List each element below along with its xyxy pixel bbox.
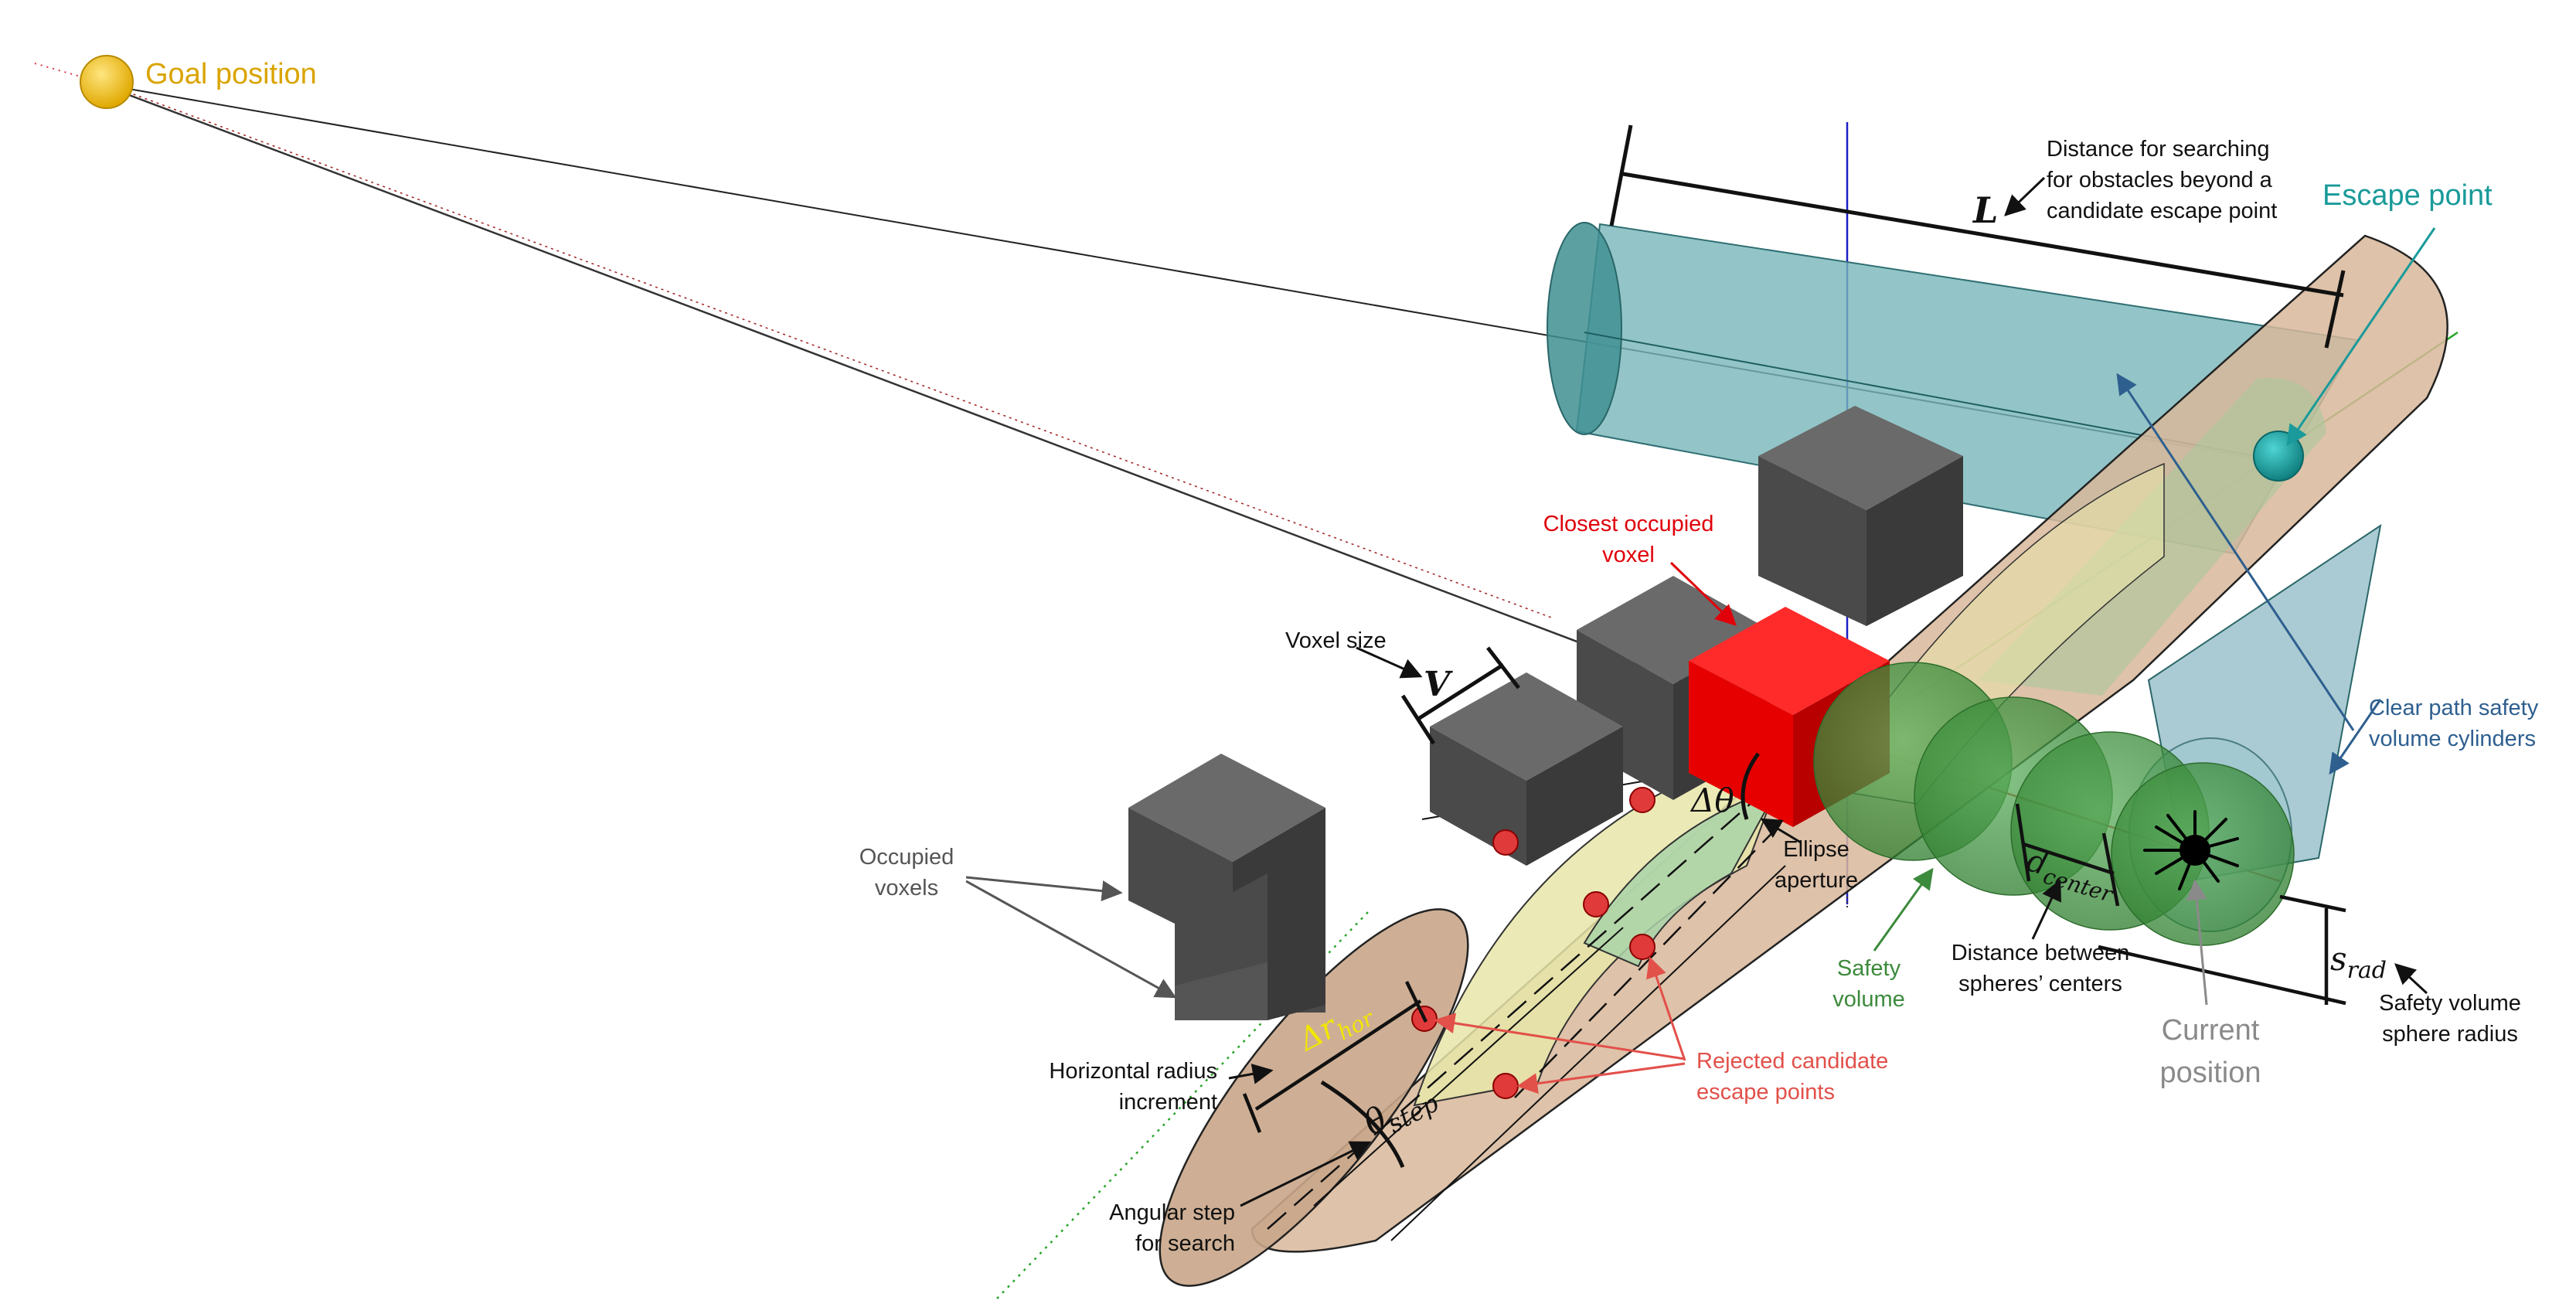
rejected-point — [1492, 1073, 1519, 1099]
rejected-point — [1583, 891, 1609, 917]
callout-arrows — [965, 176, 2436, 1207]
svg-text:sphere radius: sphere radius — [2382, 1022, 2518, 1047]
rejected-point — [1492, 829, 1519, 856]
arrow-closest-voxel — [1669, 561, 1737, 626]
dimension-V — [1400, 646, 1520, 745]
arrow-rejected-2 — [1646, 956, 1686, 1061]
symbol-delta-theta: Δθ — [1690, 781, 1734, 819]
arrow-safety-volume — [1873, 867, 1934, 951]
svg-text:escape points: escape points — [1696, 1080, 1835, 1105]
dimension-delta-r — [1242, 981, 1428, 1133]
svg-text:for obstacles beyond a: for obstacles beyond a — [2047, 168, 2273, 192]
horizontal-radius-label: Horizontal radius increment — [1049, 1059, 1217, 1115]
ellipse-aperture-label: Ellipse aperture — [1775, 837, 1858, 893]
theta-step-arc — [1320, 1080, 1405, 1168]
goal-to-voxel-line — [106, 85, 1848, 745]
goal-dotted-red-line — [104, 83, 1554, 619]
goal-position-label: Goal position — [145, 58, 317, 90]
arrow-escape-point — [2286, 227, 2436, 447]
dimension-s-rad — [2098, 894, 2346, 1006]
drone-icon — [2143, 810, 2239, 890]
svg-text:voxels: voxels — [875, 876, 938, 900]
svg-text:Ellipse: Ellipse — [1783, 837, 1849, 862]
svg-text:Distance for searching: Distance for searching — [2047, 137, 2270, 162]
svg-text:Horizontal radius: Horizontal radius — [1049, 1059, 1217, 1084]
svg-text:Safety volume: Safety volume — [2379, 991, 2521, 1016]
svg-text:increment: increment — [1119, 1090, 1217, 1115]
escape-sphere — [2253, 431, 2304, 482]
svg-text:voxel: voxel — [1602, 543, 1655, 567]
svg-text:volume cylinders: volume cylinders — [2369, 727, 2536, 751]
arrow-occupied-voxel-1 — [965, 876, 1123, 902]
rejected-point — [1629, 934, 1656, 960]
escape-point-label: Escape point — [2322, 179, 2493, 212]
voxel-size-label: Voxel size — [1285, 628, 1387, 653]
voxel-cube-far-left — [1128, 754, 1325, 1020]
arrow-d-center — [2031, 879, 2061, 940]
arrow-rejected-1 — [1434, 1013, 1686, 1060]
svg-text:Angular step: Angular step — [1109, 1200, 1235, 1225]
distance-centers-label: Distance between spheres’ centers — [1952, 941, 2130, 996]
safety-volume-label: Safety volume — [1832, 956, 1905, 1012]
svg-text:aperture: aperture — [1775, 868, 1858, 893]
svg-text:Clear path safety: Clear path safety — [2369, 696, 2539, 720]
arrow-L — [2004, 176, 2046, 216]
svg-text:position: position — [2160, 1057, 2261, 1089]
distance-searching-label: Distance for searching for obstacles bey… — [2047, 137, 2277, 223]
svg-text:Occupied: Occupied — [859, 845, 955, 870]
arrow-clear-path-1 — [2116, 373, 2355, 731]
symbol-s-rad: srad — [2330, 940, 2387, 984]
delta-theta-arc — [1741, 752, 1761, 820]
svg-text:candidate escape point: candidate escape point — [2047, 199, 2277, 223]
svg-text:spheres’ centers: spheres’ centers — [1958, 972, 2122, 996]
arrow-clear-path-2 — [2329, 699, 2382, 775]
svg-text:Safety: Safety — [1837, 956, 1901, 981]
safety-radius-label: Safety volume sphere radius — [2379, 991, 2521, 1047]
angular-step-label: Angular step for search — [1109, 1200, 1235, 1256]
arrow-horizontal-radius — [1228, 1064, 1274, 1084]
tube-inner-line-a — [1390, 865, 1786, 1241]
symbol-L: L — [1972, 189, 1998, 231]
rejected-points-label: Rejected candidate escape points — [1696, 1049, 1888, 1105]
arrow-current-position — [2186, 879, 2208, 1006]
clear-path-label: Clear path safety volume cylinders — [2369, 696, 2539, 751]
rejected-point — [1629, 787, 1656, 813]
voxel-cube-top-right — [1758, 406, 1963, 626]
symbol-V: V — [1424, 665, 1453, 704]
occupied-voxels-label: Occupied voxels — [859, 845, 955, 900]
svg-text:Distance between: Distance between — [1952, 941, 2130, 965]
arrow-s-rad — [2394, 963, 2428, 995]
svg-text:volume: volume — [1832, 987, 1905, 1012]
arrow-occupied-voxel-2 — [965, 880, 1177, 999]
dimension-d-center — [2015, 803, 2120, 907]
svg-text:Closest occupied: Closest occupied — [1543, 512, 1714, 536]
svg-text:Current: Current — [2162, 1014, 2260, 1047]
dimension-L — [1609, 124, 2346, 349]
safety-tube-front-cap — [1159, 908, 1469, 1287]
arrow-voxel-size — [1356, 646, 1423, 679]
arrow-ellipse-aperture — [1760, 818, 1802, 844]
current-position-label: Current position — [2160, 1014, 2261, 1089]
arrow-rejected-3 — [1516, 1062, 1686, 1094]
arrow-angular-step — [1240, 1141, 1372, 1207]
escape-cylinder-cap — [1547, 222, 1622, 435]
goal-sphere — [80, 55, 134, 109]
svg-text:for search: for search — [1135, 1231, 1235, 1256]
svg-text:Rejected candidate: Rejected candidate — [1696, 1049, 1888, 1074]
closest-voxel-label: Closest occupied voxel — [1543, 512, 1714, 567]
